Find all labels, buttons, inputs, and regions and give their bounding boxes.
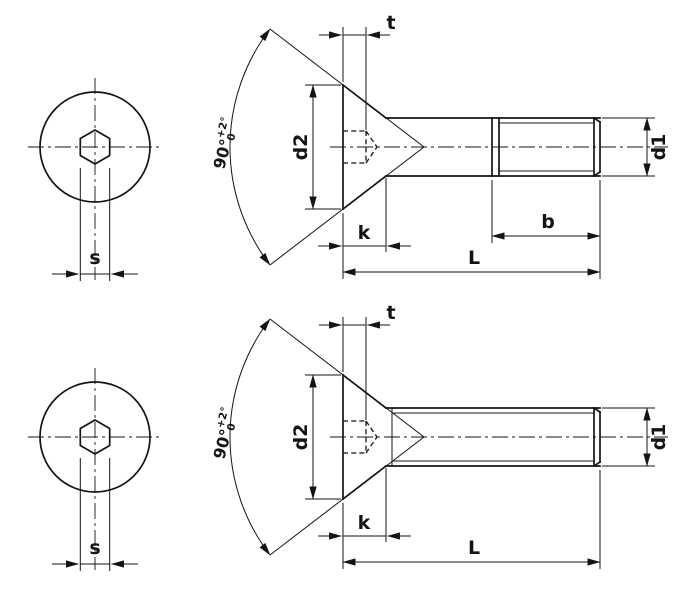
dimension-L: L — [342, 470, 601, 569]
label-k: k — [358, 512, 371, 534]
label-b: b — [541, 211, 555, 233]
dimension-k: k — [318, 178, 411, 279]
head-outline-circle — [39, 381, 151, 493]
label-d2: d2 — [290, 424, 312, 451]
head-outline-circle — [39, 91, 151, 203]
hex-socket-outline — [79, 419, 111, 455]
dimension-L: L — [342, 247, 601, 276]
label-L: L — [468, 537, 480, 559]
end-chamfer-corners — [592, 406, 602, 468]
dimension-t: t — [319, 12, 396, 130]
label-s: s — [89, 537, 100, 559]
label-t: t — [386, 12, 395, 34]
hex-socket-outline — [79, 129, 111, 165]
bottom-head-end-view: s — [28, 368, 162, 571]
angle-label-group: 90° +2° 0 — [210, 406, 239, 461]
dimension-d1: d1 — [602, 117, 670, 177]
dimension-s: s — [52, 168, 138, 281]
label-k: k — [358, 222, 371, 244]
dimension-b: b — [491, 180, 601, 279]
end-chamfer-corners — [592, 116, 602, 178]
label-d1: d1 — [648, 134, 670, 161]
label-L: L — [468, 247, 480, 269]
angle-label-group: 90° +2° 0 — [210, 116, 239, 171]
label-d2: d2 — [290, 134, 312, 161]
dimension-t: t — [319, 302, 396, 420]
hidden-socket-lines — [343, 420, 378, 454]
label-angle-tol-upper: +2° — [214, 116, 231, 140]
dimension-d1: d1 — [602, 407, 670, 467]
label-angle-tol-lower: 0 — [225, 132, 238, 142]
label-s: s — [89, 247, 100, 269]
label-d1: d1 — [648, 424, 670, 451]
label-angle-tol-upper: +2° — [214, 406, 231, 430]
bottom-screw-side-view: 90° +2° 0 t d2 k L — [210, 302, 670, 569]
dimension-d2: d2 — [290, 374, 341, 500]
dimension-d2: d2 — [290, 84, 341, 210]
countersink-angle-annotation: 90° +2° 0 — [210, 318, 425, 556]
label-t: t — [386, 302, 395, 324]
hidden-socket-lines — [343, 130, 378, 164]
top-screw-side-view: 90° +2° 0 t d2 k — [210, 12, 670, 279]
dimension-k: k — [318, 468, 411, 569]
label-angle-tol-lower: 0 — [225, 422, 238, 432]
dimension-s: s — [52, 458, 138, 571]
countersink-angle-annotation: 90° +2° 0 — [210, 28, 425, 266]
top-head-end-view: s — [28, 78, 162, 281]
